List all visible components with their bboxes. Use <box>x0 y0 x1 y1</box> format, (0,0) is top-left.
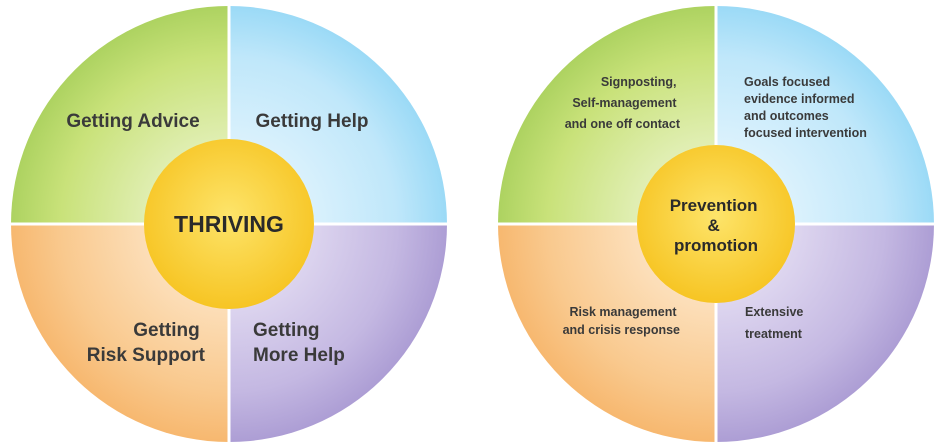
right-label-signposting: Signposting, Self-management and one off… <box>565 75 681 131</box>
right-diagram: Prevention & promotion Signposting, Self… <box>498 6 934 442</box>
left-center-circle <box>144 139 314 309</box>
left-label-getting-help: Getting Help <box>256 111 369 132</box>
right-label-risk-management: Risk management and crisis response <box>563 305 680 337</box>
right-center-label: Prevention & promotion <box>670 196 763 255</box>
left-diagram: THRIVING Getting Advice Getting Help Get… <box>11 6 447 442</box>
left-label-getting-risk-support: Getting Risk Support <box>87 320 206 366</box>
left-center-label: THRIVING <box>174 211 284 237</box>
left-label-getting-more-help: Getting More Help <box>253 320 345 366</box>
right-label-goals-focused: Goals focused evidence informed and outc… <box>744 75 867 140</box>
left-label-getting-advice: Getting Advice <box>66 111 199 132</box>
right-center-circle <box>637 145 795 303</box>
right-label-extensive-treatment: Extensive treatment <box>745 305 807 341</box>
